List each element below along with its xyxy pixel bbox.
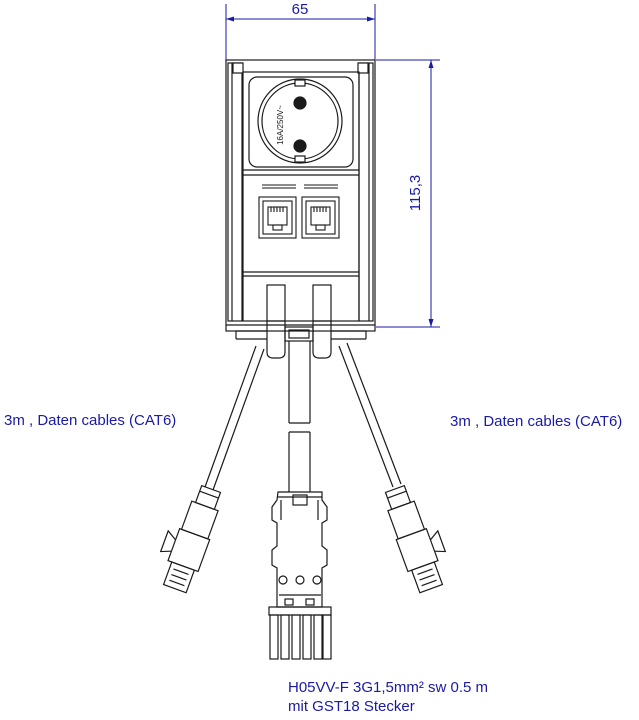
gst18-connector — [268, 491, 332, 660]
cat6-cable-right — [338, 342, 402, 488]
socket-rating: 16A/250V~ — [276, 105, 285, 145]
width-dimension — [225, 4, 376, 60]
rj45-jack-right — [301, 196, 340, 239]
power-cable-label-line2: mit GST18 Stecker — [288, 698, 415, 715]
height-dimension-label: 115,3 — [407, 175, 424, 211]
cat6-cable-left — [204, 345, 265, 491]
cable-clamps — [235, 284, 367, 359]
right-cable-label: 3m , Daten cables (CAT6) — [450, 413, 623, 430]
height-dimension — [376, 59, 440, 328]
rj45-plug-right — [384, 484, 447, 594]
power-cable-label-line1: H05VV-F 3G1,5mm² sw 0.5 m — [288, 679, 489, 696]
rj45-plug-left — [159, 484, 222, 594]
rj45-jack-left — [258, 196, 297, 239]
left-cable-label: 3m , Daten cables (CAT6) — [4, 412, 177, 429]
power-cable — [288, 341, 311, 492]
rj45-module — [262, 184, 338, 189]
power-socket — [248, 76, 354, 168]
housing — [225, 59, 376, 332]
width-dimension-label: 65 — [292, 1, 309, 18]
